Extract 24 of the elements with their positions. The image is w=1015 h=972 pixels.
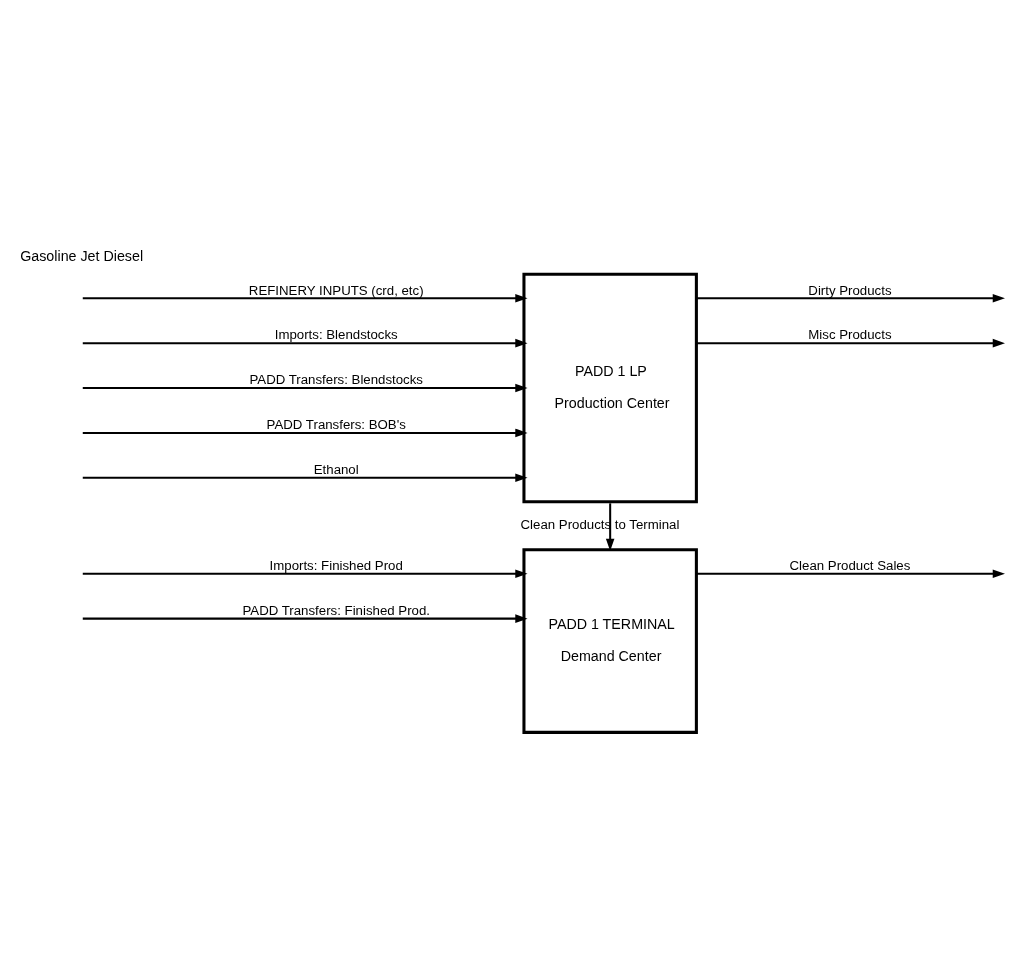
node-box: PADD 1 TERMINAL Demand Center: [521, 547, 698, 734]
arrow: [695, 568, 1005, 578]
edge-label: Imports: Blendstocks: [274, 326, 398, 342]
node-box: PADD 1 LP Production Center: [521, 272, 698, 503]
arrow: [605, 502, 614, 551]
arrow: [82, 383, 528, 392]
arrow: [695, 338, 1005, 347]
edge-label: REFINERY INPUTS (crd, etc): [248, 282, 424, 298]
edge-label: Ethanol: [313, 461, 359, 477]
edge-label: PADD Transfers: Finished Prod.: [241, 602, 430, 618]
edge-label: PADD Transfers: Blendstocks: [248, 371, 423, 387]
label: Gasoline Jet Diesel: [19, 247, 143, 264]
arrow: [695, 293, 1005, 303]
edge-label: PADD Transfers: BOB's: [266, 416, 406, 432]
edge-label: Misc Products: [807, 326, 892, 342]
arrow: [82, 613, 528, 623]
edge-label: Clean Product Sales: [789, 557, 910, 573]
arrow: [82, 338, 528, 347]
edge-label: Imports: Finished Prod: [269, 557, 403, 573]
arrow: [82, 473, 528, 482]
arrow: [82, 293, 528, 303]
edge-label: Dirty Products: [807, 282, 892, 298]
arrow: [82, 568, 528, 578]
arrow: [82, 428, 528, 437]
